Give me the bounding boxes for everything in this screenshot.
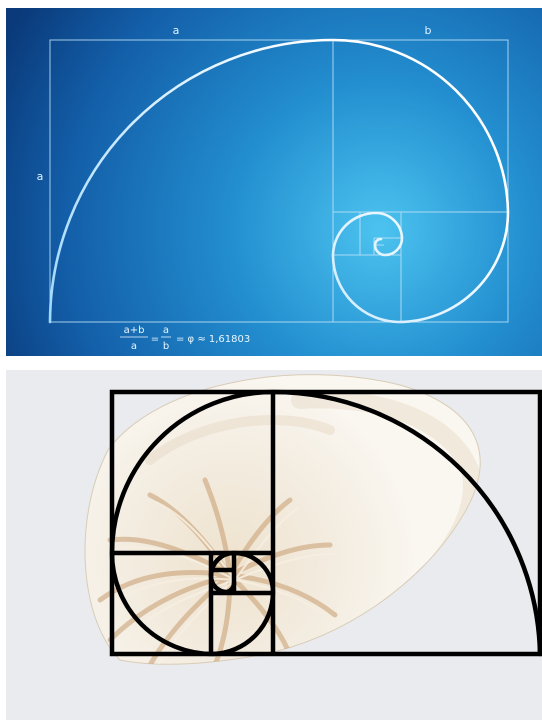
nautilus-photo xyxy=(6,370,542,720)
outer-rectangle xyxy=(49,39,509,323)
formula-frac2-numerator: a xyxy=(163,325,169,336)
golden-spiral xyxy=(48,38,510,324)
label-a-left: a xyxy=(37,170,44,183)
formula-frac1-denominator: a xyxy=(131,341,137,352)
golden-ratio-formula: a+b a = a b = φ ≈ 1,61803 xyxy=(120,325,250,352)
formula-frac2-denominator: b xyxy=(163,341,169,352)
overlay-outer-rectangle xyxy=(109,389,542,657)
formula-phi-value: = φ ≈ 1,61803 xyxy=(176,334,250,345)
golden-rectangles xyxy=(49,39,509,323)
golden-ratio-diagram: a b a a+b a = a b = φ ≈ 1,61803 xyxy=(6,8,542,356)
label-b-top: b xyxy=(425,24,432,37)
formula-frac1-numerator: a+b xyxy=(124,325,145,336)
diagram-background xyxy=(6,8,542,356)
label-a-top: a xyxy=(173,24,180,37)
overlay-golden-spiral xyxy=(109,389,542,657)
formula-equals: = xyxy=(151,334,159,345)
